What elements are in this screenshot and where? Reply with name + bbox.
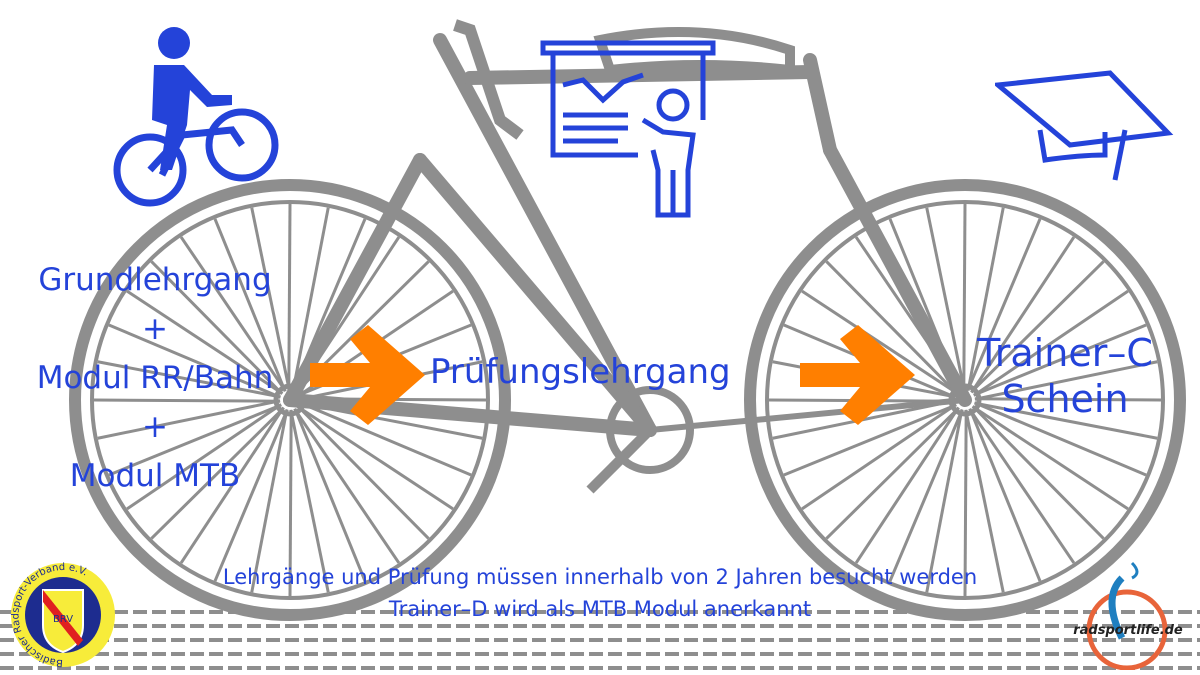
- wheel-spoke: [293, 408, 367, 582]
- presentation-teacher-icon: [540, 40, 716, 218]
- wheel-spoke: [126, 289, 284, 395]
- step-modul-rr-bahn: Modul RR/Bahn: [36, 360, 274, 396]
- graduation-cap-icon: [995, 70, 1174, 181]
- wheel-spoke: [150, 406, 285, 540]
- wheel-spoke: [287, 203, 292, 391]
- radsportlife-logo: radsportlife.de: [1073, 561, 1183, 670]
- wheel-spoke: [925, 207, 966, 391]
- step-modul-mtb: Modul MTB: [69, 458, 241, 494]
- step-grundlehrgang: Grundlehrgang: [38, 262, 272, 298]
- wheel-spoke: [296, 405, 430, 540]
- wheel-spoke: [825, 406, 960, 540]
- wheel-spoke: [968, 408, 1042, 582]
- wheel-spoke: [970, 236, 1076, 394]
- note-trainer-d: Trainer–D wird als MTB Modul anerkannt: [388, 597, 812, 621]
- svg-text:radsportlife.de: radsportlife.de: [1073, 623, 1183, 638]
- wheel-spoke: [250, 207, 291, 391]
- wheel-spoke: [974, 360, 1158, 401]
- step-pruefungslehrgang: Prüfungslehrgang: [430, 352, 731, 392]
- cyclist-icon: [113, 27, 279, 207]
- result-trainer-c-schein: Trainer–C Schein: [945, 330, 1185, 422]
- wheel-spoke: [974, 401, 1147, 477]
- prerequisite-modules: Grundlehrgang + Modul RR/Bahn + Modul MT…: [0, 256, 310, 501]
- wheel-spoke: [213, 218, 287, 392]
- wheel-spoke: [962, 203, 967, 391]
- wheel-spoke: [971, 405, 1129, 511]
- wheel-spoke: [974, 397, 1162, 402]
- wheel-spoke: [825, 260, 959, 395]
- wheel-spoke: [925, 409, 964, 593]
- wheel-spoke: [126, 403, 282, 511]
- wheel-spoke: [970, 260, 1105, 394]
- wheel-spoke: [964, 409, 1005, 593]
- wheel-spoke: [108, 323, 281, 399]
- svg-text:BRV: BRV: [53, 614, 73, 625]
- result-line-2: Schein: [1001, 377, 1129, 421]
- plus-sign: +: [142, 311, 168, 347]
- wheel-spoke: [179, 236, 287, 392]
- wheel-spoke: [966, 218, 1042, 391]
- note-time-limit: Lehrgänge und Prüfung müssen innerhalb v…: [222, 565, 978, 589]
- wheel-spoke: [966, 207, 1005, 391]
- wheel-spoke: [108, 403, 282, 477]
- wheel-spoke: [289, 409, 330, 593]
- arrow-right-icon: [310, 325, 425, 425]
- wheel-spoke: [93, 398, 281, 403]
- plus-sign: +: [142, 409, 168, 445]
- wheel-spoke: [801, 403, 957, 511]
- wheel-spoke: [968, 408, 1076, 564]
- wheel-spoke: [97, 360, 281, 399]
- wheel-spoke: [854, 406, 960, 564]
- wheel-spoke: [250, 409, 289, 593]
- wheel-spoke: [150, 260, 284, 395]
- result-line-1: Trainer–C: [977, 331, 1153, 375]
- wheel-spoke: [97, 399, 281, 440]
- frame: [283, 33, 972, 437]
- wheel-spoke: [888, 409, 964, 582]
- wheel-spoke: [291, 207, 330, 391]
- wheel-spoke: [783, 403, 957, 477]
- arrow-right-icon: [800, 325, 915, 425]
- wheel-spoke: [971, 405, 1105, 540]
- wheel-spoke: [288, 409, 293, 597]
- wheel-spoke: [293, 408, 401, 564]
- wheel-spoke: [179, 406, 285, 564]
- notes: Lehrgänge und Prüfung müssen innerhalb v…: [0, 561, 1200, 625]
- wheel-spoke: [213, 409, 289, 582]
- wheel-spoke: [296, 405, 454, 511]
- wheel-spoke: [963, 409, 968, 597]
- wheel-spoke: [974, 401, 1158, 440]
- brv-logo: BRV Badischer Radsport-Verband e.V.: [10, 562, 115, 668]
- wheel-spoke: [973, 289, 1129, 397]
- wheel-spoke: [299, 401, 472, 477]
- wheel-spoke: [973, 323, 1147, 397]
- wheel-spoke: [801, 289, 959, 395]
